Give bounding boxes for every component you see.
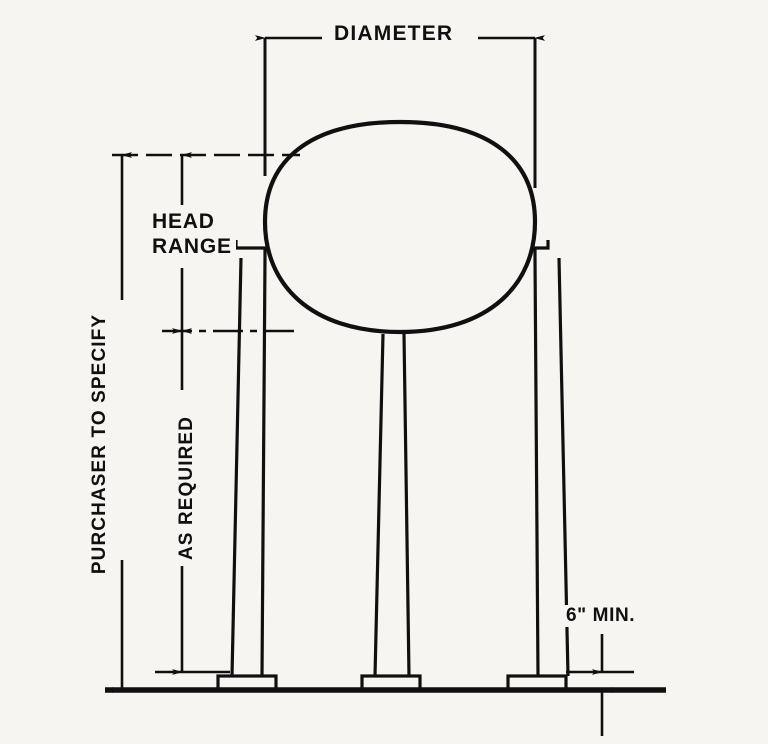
leg-center-right-edge bbox=[402, 333, 411, 677]
label-six-inch-min: 6" MIN. bbox=[562, 605, 640, 627]
label-purchaser-to-specify: PURCHASER TO SPECIFY bbox=[86, 307, 115, 581]
dimension-diameter bbox=[255, 35, 545, 188]
leg-left-inner-edge bbox=[260, 257, 267, 677]
bracket-left bbox=[234, 240, 267, 258]
tank-shell-outline bbox=[262, 119, 538, 335]
leg-right-inner-edge bbox=[533, 257, 540, 677]
bracket-right bbox=[533, 240, 550, 258]
support-legs bbox=[230, 257, 570, 677]
label-head-range-line2: RANGE bbox=[152, 235, 232, 258]
leg-shell-brackets bbox=[234, 240, 550, 258]
label-as-required: AS REQUIRED bbox=[173, 409, 202, 567]
label-diameter: DIAMETER bbox=[327, 22, 461, 46]
leg-center-left-edge bbox=[373, 333, 385, 677]
label-head-range-line1: HEAD bbox=[152, 210, 215, 233]
leg-left-outer-edge bbox=[230, 257, 243, 677]
tank-vessel bbox=[262, 119, 538, 335]
label-head-range: HEAD RANGE bbox=[148, 209, 236, 259]
